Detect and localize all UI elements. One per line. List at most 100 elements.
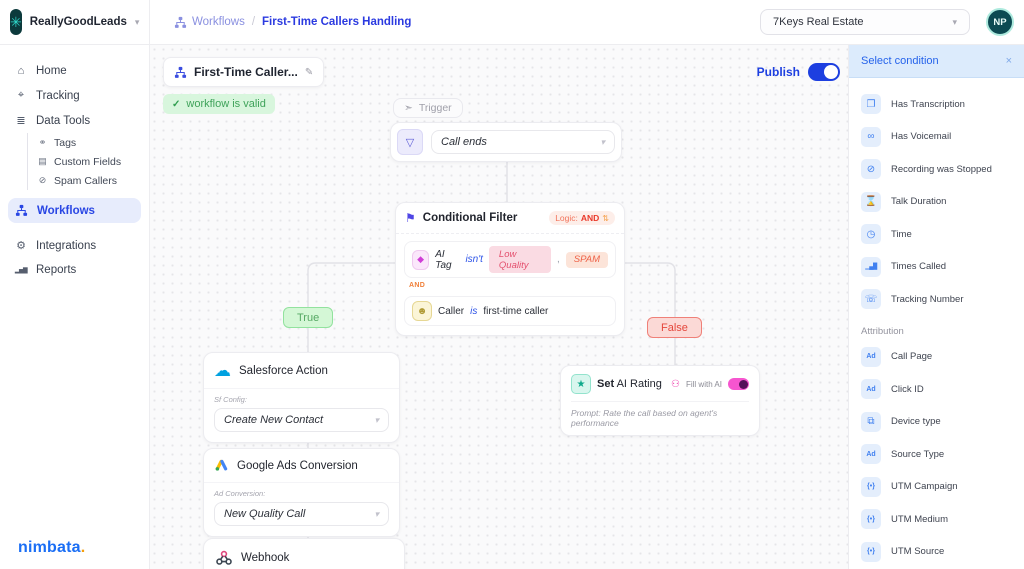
chevron-down-icon: ▾ <box>134 16 140 27</box>
condition-item-source-type[interactable]: Ad Source Type <box>849 438 1024 471</box>
avatar[interactable]: NP <box>986 8 1014 36</box>
org-switcher[interactable]: ✳ ReallyGoodLeads ▾ <box>0 0 150 44</box>
caller-person-icon: ☻ <box>412 301 432 321</box>
sidebar: ⌂ Home ⌖ Tracking ≣ Data Tools ⚭ Tags ▤ … <box>0 45 150 569</box>
trigger-node[interactable]: ▽ Call ends ▾ <box>390 122 622 162</box>
attribution-section-label: Attribution <box>861 325 904 337</box>
conditional-filter-node[interactable]: ⚑ Conditional Filter Logic: AND ⇅ ◆ AI T… <box>395 202 625 336</box>
ad-badge-icon: Ad <box>861 379 881 400</box>
ai-tag-icon: ◆ <box>412 249 430 270</box>
trigger-event-dropdown[interactable]: Call ends ▾ <box>431 130 615 154</box>
breadcrumb-current: First-Time Callers Handling <box>262 16 412 28</box>
chevron-down-icon: ▾ <box>374 508 379 519</box>
edit-pencil-icon[interactable]: ✎ <box>304 66 314 78</box>
sidebar-item-home[interactable]: ⌂ Home <box>0 59 149 83</box>
sidebar-item-spam-callers[interactable]: ⊘ Spam Callers <box>38 174 118 187</box>
trigger-badge: ➣ Trigger <box>393 98 463 118</box>
document-icon: ▤ <box>38 156 47 166</box>
breadcrumb-section: Workflows <box>192 16 245 28</box>
book-icon: ❐ <box>861 94 881 115</box>
account-selector[interactable]: 7Keys Real Estate ▾ <box>760 9 970 35</box>
ai-prompt-text: Prompt: Rate the call based on agent's p… <box>571 401 749 428</box>
condition-row-ai-tag[interactable]: ◆ AI Tag isn't Low Quality , SPAM <box>404 241 616 278</box>
gear-icon: ⚙ <box>16 240 26 252</box>
chevron-down-icon: ▾ <box>952 16 957 27</box>
org-name: ReallyGoodLeads <box>29 16 127 28</box>
logic-badge[interactable]: Logic: AND ⇅ <box>549 211 615 225</box>
condition-item-tracking-number[interactable]: ☏ Tracking Number <box>849 283 1024 316</box>
sidebar-item-reports[interactable]: ▂▅▇ Reports <box>14 264 77 276</box>
condition-item-call-page[interactable]: Ad Call Page <box>849 341 1024 374</box>
condition-row-caller[interactable]: ☻ Caller is first-time caller <box>404 296 616 326</box>
sidebar-item-custom-fields[interactable]: ▤ Custom Fields <box>38 155 122 168</box>
condition-item-utm-medium[interactable]: {•} UTM Medium <box>849 503 1024 536</box>
data-tools-children: ⚭ Tags ▤ Custom Fields ⊘ Spam Callers <box>27 133 149 190</box>
nimbata-logo: nimbata. <box>18 539 86 556</box>
set-ai-rating-node[interactable]: ★ Set AI Rating ⚇ Fill with AI Prompt: R… <box>560 365 760 436</box>
breadcrumb-workflows-link[interactable]: Workflows <box>174 16 245 29</box>
block-icon: ⊘ <box>38 175 47 185</box>
top-bar: ✳ ReallyGoodLeads ▾ Workflows / First-Ti… <box>0 0 1024 45</box>
ad-badge-icon: Ad <box>861 444 881 465</box>
condition-joiner: AND <box>409 282 426 289</box>
sidebar-item-workflows[interactable]: Workflows <box>8 198 141 223</box>
ad-conversion-label: Ad Conversion: <box>214 489 266 498</box>
workflow-canvas[interactable]: First-Time Caller... ✎ ✓ workflow is val… <box>150 45 848 569</box>
account-selector-value: 7Keys Real Estate <box>773 16 864 28</box>
tag-value-pill[interactable]: Low Quality <box>488 246 551 273</box>
condition-item-talk-duration[interactable]: ⌛ Talk Duration <box>849 186 1024 219</box>
sf-config-label: Sf Config: <box>214 395 247 404</box>
bar-chart-icon: ▁▄█ <box>861 256 881 277</box>
funnel-icon: ▽ <box>397 129 423 155</box>
clock-icon: ◷ <box>861 224 881 245</box>
webhook-node[interactable]: Webhook <box>203 538 405 569</box>
close-icon[interactable]: × <box>1005 55 1012 67</box>
condition-item-has-voicemail[interactable]: ∞ Has Voicemail <box>849 121 1024 154</box>
filter-title: Conditional Filter <box>422 212 518 224</box>
phone-icon: ☏ <box>861 289 881 310</box>
device-icon: ⧉ <box>861 411 881 432</box>
google-ads-icon <box>215 459 228 471</box>
home-icon: ⌂ <box>17 65 25 77</box>
google-ads-conversion-node[interactable]: Google Ads Conversion Ad Conversion: New… <box>203 448 400 537</box>
condition-item-time[interactable]: ◷ Time <box>849 218 1024 251</box>
condition-item-has-transcription[interactable]: ❐ Has Transcription <box>849 88 1024 121</box>
condition-item-utm-campaign[interactable]: {•} UTM Campaign <box>849 471 1024 504</box>
branch-false-badge: False <box>647 317 702 338</box>
condition-item-times-called[interactable]: ▁▄█ Times Called <box>849 251 1024 284</box>
trigger-icon: ➣ <box>404 102 413 114</box>
breadcrumb: Workflows / First-Time Callers Handling <box>174 16 411 29</box>
webhook-icon <box>216 550 232 565</box>
database-icon: ≣ <box>16 115 26 127</box>
workflow-valid-badge: ✓ workflow is valid <box>163 94 275 114</box>
utm-brackets-icon: {•} <box>861 476 881 497</box>
starburst-icon: ✳ <box>10 13 22 30</box>
salesforce-action-node[interactable]: ☁ Salesforce Action Sf Config: Create Ne… <box>203 352 400 443</box>
workflow-icon <box>174 16 187 28</box>
robot-icon: ⚇ <box>671 378 680 390</box>
condition-item-click-id[interactable]: Ad Click ID <box>849 373 1024 406</box>
condition-item-device-type[interactable]: ⧉ Device type <box>849 406 1024 439</box>
sidebar-item-integrations[interactable]: ⚙ Integrations <box>0 233 149 258</box>
hourglass-icon: ⌛ <box>861 191 881 212</box>
workflow-icon <box>174 66 187 79</box>
org-logo: ✳ <box>10 9 22 35</box>
fill-with-ai-label: Fill with AI <box>685 379 722 389</box>
tag-value-pill[interactable]: SPAM <box>565 251 608 268</box>
condition-item-utm-source[interactable]: {•} UTM Source <box>849 536 1024 569</box>
publish-toggle[interactable] <box>808 63 840 81</box>
workflow-title-card[interactable]: First-Time Caller... ✎ <box>163 57 325 87</box>
chevron-down-icon: ▾ <box>374 414 379 425</box>
sidebar-item-tags[interactable]: ⚭ Tags <box>38 136 77 149</box>
salesforce-cloud-icon: ☁ <box>214 361 231 380</box>
swap-icon: ⇅ <box>602 213 609 223</box>
star-icon: ★ <box>571 374 591 394</box>
sidebar-item-tracking[interactable]: ⌖ Tracking <box>0 83 149 108</box>
ad-conversion-dropdown[interactable]: New Quality Call ▾ <box>214 502 389 526</box>
sidebar-item-data-tools[interactable]: ≣ Data Tools <box>0 108 149 133</box>
fill-with-ai-toggle[interactable] <box>728 378 749 390</box>
condition-item-recording-stopped[interactable]: ⊘ Recording was Stopped <box>849 153 1024 186</box>
publish-control: Publish <box>757 63 840 81</box>
sf-config-dropdown[interactable]: Create New Contact ▾ <box>214 408 389 432</box>
utm-brackets-icon: {•} <box>861 541 881 562</box>
